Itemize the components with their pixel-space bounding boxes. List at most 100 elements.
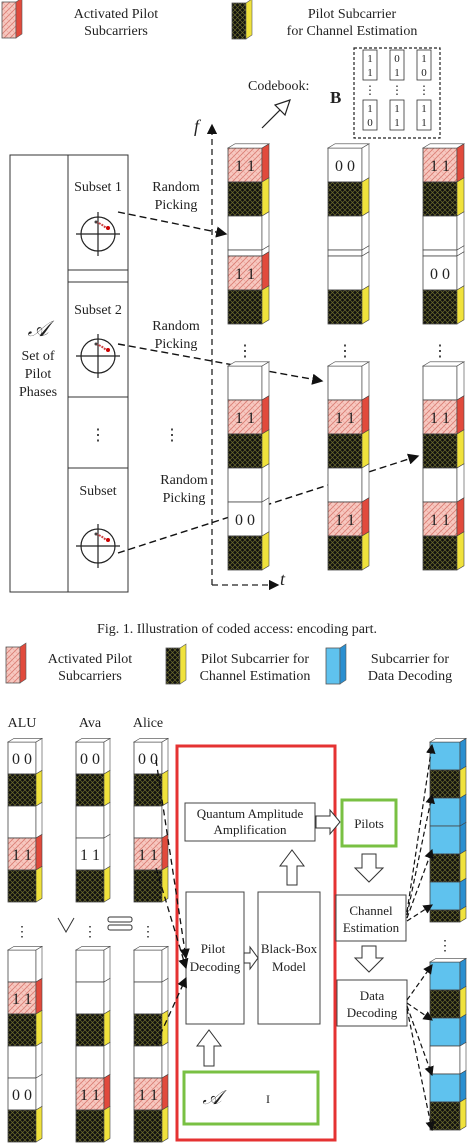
subset-2-box (67, 281, 129, 398)
codebook-top-cell (362, 49, 378, 81)
data-decoding-box (336, 979, 408, 1027)
random-picking-2a: Random (152, 319, 200, 334)
black-box-line2: Model (272, 959, 306, 974)
data-decoding-line2: Decoding (347, 1005, 398, 1020)
subcarrier-column: 1 10 0 (226, 361, 271, 571)
subcarrier-column: 0 0 (326, 143, 371, 325)
legend2-data-swatch (325, 647, 341, 685)
codebook-pointer-arrow (261, 99, 291, 129)
random-picking-1b: Picking (155, 198, 198, 213)
channel-estimation-cell (7, 1105, 43, 1143)
legend2-estimation-swatch (165, 647, 181, 685)
qaa-line2: Amplification (214, 822, 287, 837)
codebook-entry: 1 (367, 53, 373, 65)
subcarrier-column: 0 01 1 (74, 737, 112, 903)
cell-bits: 1 1 (235, 158, 255, 175)
column-top-face (326, 361, 371, 367)
empty-cell (75, 801, 111, 839)
cell-bits: 1 1 (430, 512, 450, 529)
empty-cell (75, 1041, 111, 1079)
channel-estimation-cell (75, 1105, 111, 1143)
empty-cell (327, 463, 370, 503)
channel-estimation-cell (422, 177, 465, 217)
legend2-activated-swatch (5, 646, 21, 684)
output-arrows (406, 743, 436, 1132)
legend-estimation-line2: for Channel Estimation (287, 24, 418, 39)
codebook-bottom-cell (389, 99, 405, 131)
activated-pilot-cell: 1 1 (7, 833, 43, 871)
legend2-data-line2: Data Decoding (368, 669, 452, 684)
data-cell (429, 737, 467, 771)
codebook-ellipsis: ⋮ (364, 83, 376, 97)
activated-pilot-cell: 1 1 (7, 977, 43, 1015)
column-top-face (74, 946, 112, 951)
column-top-face (326, 143, 371, 149)
subset-1-box (67, 154, 129, 271)
legend2-estimation-line1: Pilot Subcarrier for (201, 652, 309, 667)
codebook-symbol: B (330, 88, 341, 107)
empty-cell (133, 945, 169, 983)
cell-bits: 1 1 (335, 512, 355, 529)
cell-bits: 0 0 (138, 751, 158, 768)
column-top-face (421, 361, 466, 367)
cell-bits: 0 0 (12, 751, 32, 768)
picking-arrow-2 (117, 343, 324, 385)
codebook-entry: 1 (394, 103, 400, 115)
empty-cell (327, 251, 370, 291)
connector-symbol-b (107, 924, 133, 931)
column-ellipsis: ⋮ (438, 939, 452, 954)
constellation-icon (76, 524, 120, 568)
activated-pilot-cell: 1 1 (327, 497, 370, 537)
empty-cell: 0 0 (75, 737, 111, 775)
column-top-face (428, 738, 468, 743)
codebook-entry: 1 (421, 103, 427, 115)
channel-estimation-cell (429, 765, 467, 799)
channel-estimation-cell (133, 769, 169, 807)
empty-cell (429, 1041, 467, 1075)
activated-pilot-cell: 1 1 (422, 143, 465, 183)
activated-pilot-cell: 1 1 (422, 395, 465, 435)
cell-bits: 1 1 (430, 158, 450, 175)
data-cell (429, 877, 467, 911)
column-top-face (132, 946, 170, 951)
channel-estimation-cell (227, 285, 270, 325)
column-top-face (6, 738, 44, 743)
subcarrier-column: 1 10 0 (6, 945, 44, 1143)
axis-f-label: f (194, 116, 202, 136)
cell-bits: 1 1 (335, 410, 355, 427)
set-label-line3: Phases (19, 385, 57, 400)
cell-bits: 0 0 (430, 266, 450, 283)
column-top-face (421, 143, 466, 149)
legend2-activated-line1: Activated Pilot (48, 652, 132, 667)
arrow-right-to-pilots (315, 808, 341, 836)
empty-cell: 0 0 (227, 497, 270, 537)
codebook-entry: 1 (367, 103, 373, 115)
activated-pilot-cell: 1 1 (227, 251, 270, 291)
fig2-set-mark: I (266, 1092, 270, 1106)
channel-estimation-line1: Channel (349, 903, 393, 918)
codebook-entry: 1 (421, 53, 427, 65)
column-top-face (132, 738, 170, 743)
cell-bits: 0 0 (335, 158, 355, 175)
codebook-ellipsis: ⋮ (391, 83, 403, 97)
qaa-box (184, 802, 316, 842)
empty-cell: 0 0 (422, 251, 465, 291)
column-ellipsis: ⋮ (141, 925, 155, 940)
connector-symbol-a (107, 916, 133, 923)
user-label-ava: Ava (79, 716, 102, 731)
empty-cell (133, 977, 169, 1015)
activated-pilot-cell: 1 1 (133, 1073, 169, 1111)
codebook-top-cell (416, 49, 432, 81)
codebook-entry: 1 (421, 117, 427, 129)
subcarrier-column: 0 0 1 1 (6, 737, 44, 903)
channel-estimation-line2: Estimation (343, 920, 400, 935)
subset-2-label: Subset 2 (74, 303, 122, 318)
data-cell (429, 1069, 467, 1103)
subcarrier-column: 1 1 1 1 (326, 361, 371, 571)
channel-estimation-cell (422, 429, 465, 469)
cell-bits: 1 1 (138, 1087, 158, 1104)
user-label-alu: ALU (8, 716, 37, 731)
legend-activated-line2: Subcarriers (84, 24, 148, 39)
set-symbol: 𝒜 (28, 316, 55, 341)
empty-cell: 0 0 (7, 737, 43, 775)
